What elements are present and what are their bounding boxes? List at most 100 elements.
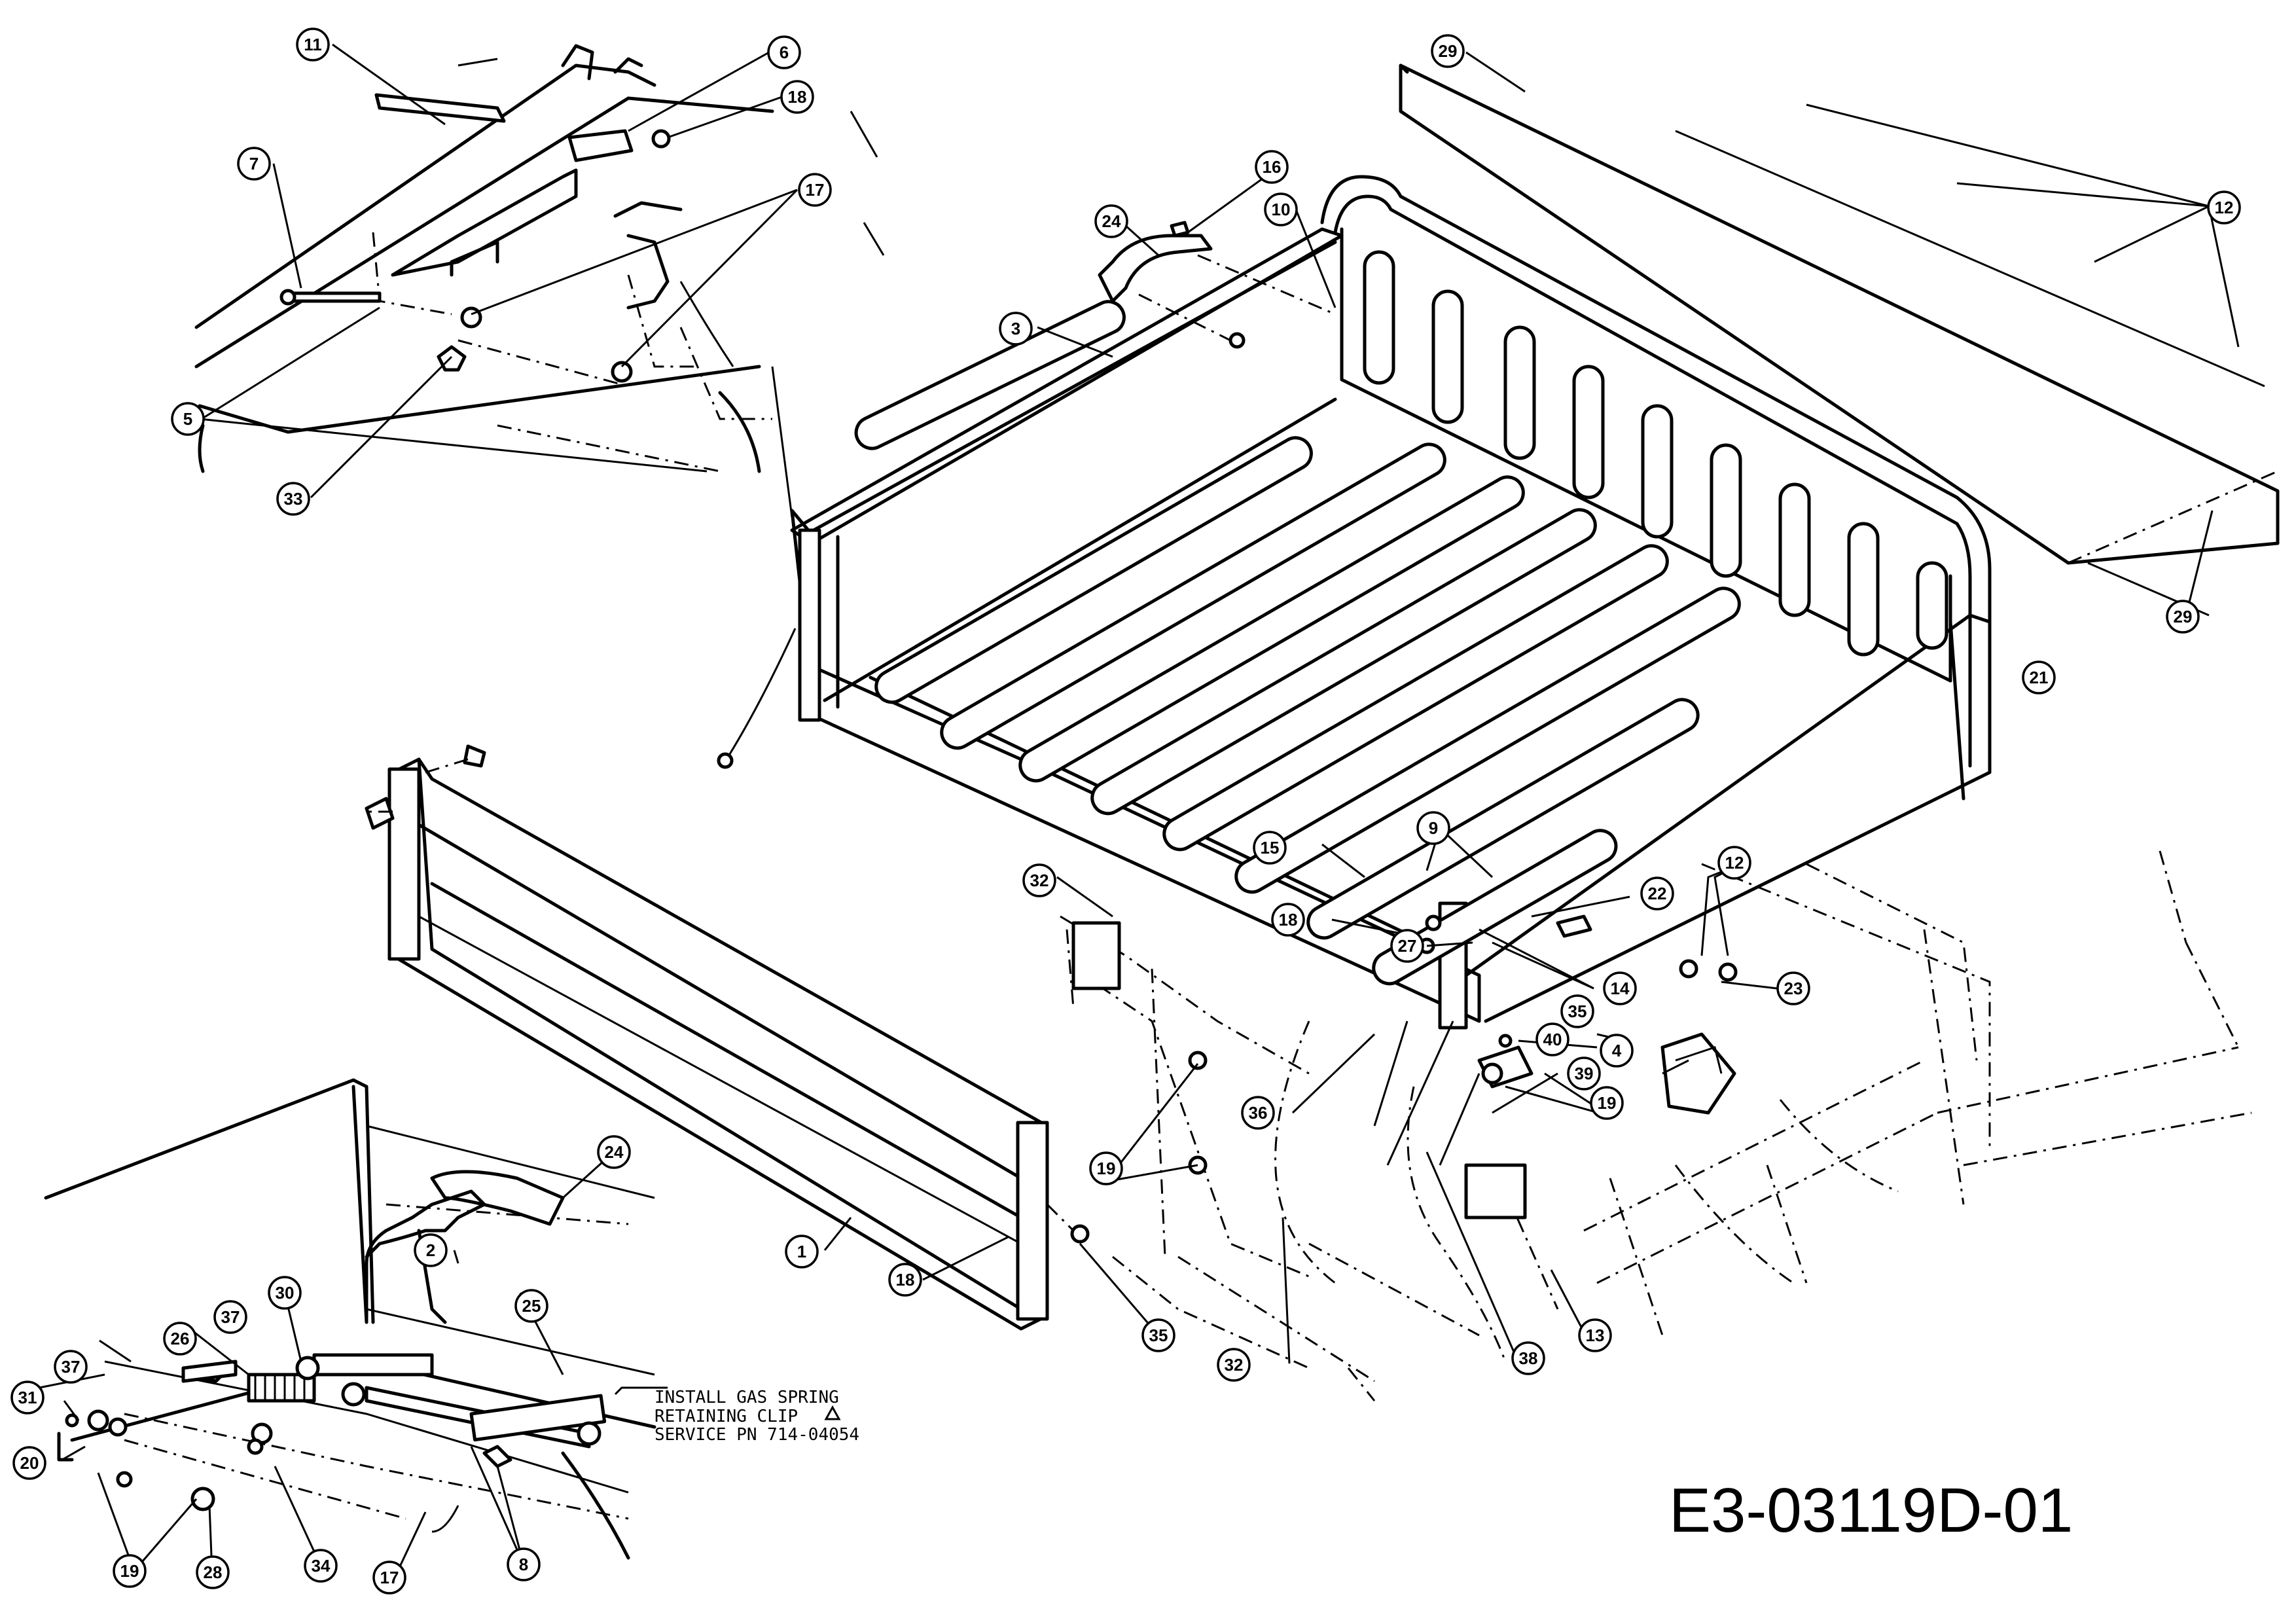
callout-18: 18 — [888, 1263, 922, 1297]
svg-text:35: 35 — [1568, 1001, 1587, 1021]
callout-26: 26 — [163, 1322, 197, 1356]
front-panel — [1399, 63, 2280, 565]
callout-35: 35 — [1141, 1318, 1175, 1352]
callout-31: 31 — [10, 1380, 45, 1415]
svg-text:18: 18 — [1279, 910, 1298, 929]
cargo-box — [717, 175, 1992, 1030]
drawing-code: E3-03119D-01 — [1669, 1475, 2073, 1545]
note-line-3: SERVICE PN 714-04054 — [655, 1425, 859, 1445]
clip-triangle-icon — [824, 1405, 841, 1420]
callout-19: 19 — [1590, 1086, 1624, 1120]
svg-text:15: 15 — [1261, 838, 1280, 857]
callout-3: 3 — [999, 312, 1033, 346]
callout-32: 32 — [1217, 1348, 1251, 1382]
callout-12: 12 — [1717, 846, 1751, 880]
svg-text:7: 7 — [249, 154, 259, 173]
svg-text:17: 17 — [806, 180, 825, 200]
svg-text:37: 37 — [62, 1357, 81, 1377]
callout-13: 13 — [1578, 1318, 1612, 1352]
svg-text:29: 29 — [2174, 607, 2193, 626]
tailgate — [365, 744, 1090, 1331]
callout-18: 18 — [780, 80, 814, 114]
callout-24: 24 — [1094, 204, 1128, 238]
svg-text:27: 27 — [1398, 936, 1417, 956]
callout-40: 40 — [1535, 1022, 1570, 1056]
callout-34: 34 — [304, 1549, 338, 1583]
callout-36: 36 — [1241, 1096, 1275, 1130]
svg-text:28: 28 — [204, 1562, 223, 1582]
callout-29: 29 — [2166, 600, 2200, 634]
svg-text:10: 10 — [1272, 200, 1291, 219]
svg-text:19: 19 — [120, 1561, 139, 1581]
svg-text:2: 2 — [426, 1240, 435, 1260]
callout-7: 7 — [237, 147, 271, 181]
callout-37: 37 — [213, 1300, 247, 1334]
callout-21: 21 — [2022, 660, 2056, 695]
svg-text:39: 39 — [1575, 1064, 1594, 1083]
svg-text:19: 19 — [1598, 1093, 1617, 1113]
callout-18: 18 — [1271, 903, 1305, 937]
callout-20: 20 — [12, 1446, 46, 1480]
callout-16: 16 — [1255, 150, 1289, 184]
hinge-detail-view — [194, 44, 885, 473]
callout-11: 11 — [296, 27, 330, 62]
callout-9: 9 — [1416, 811, 1450, 845]
callout-23: 23 — [1776, 971, 1810, 1005]
svg-text:14: 14 — [1611, 979, 1630, 998]
svg-text:35: 35 — [1149, 1326, 1168, 1345]
callout-30: 30 — [268, 1276, 302, 1310]
callout-4: 4 — [1600, 1034, 1634, 1068]
svg-text:4: 4 — [1612, 1041, 1622, 1060]
note-line-2: RETAINING CLIP — [655, 1407, 798, 1426]
svg-text:1: 1 — [797, 1242, 806, 1261]
svg-text:12: 12 — [1725, 853, 1744, 873]
svg-text:32: 32 — [1225, 1355, 1244, 1375]
callout-17: 17 — [372, 1561, 406, 1595]
gas-spring-detail-view — [39, 1078, 656, 1560]
nut — [651, 129, 671, 149]
callout-5: 5 — [171, 402, 205, 436]
callout-32: 32 — [1022, 863, 1056, 897]
callout-15: 15 — [1253, 831, 1287, 865]
callout-19: 19 — [113, 1554, 147, 1588]
svg-text:23: 23 — [1784, 979, 1803, 998]
svg-text:26: 26 — [171, 1329, 190, 1348]
callout-1: 1 — [785, 1235, 819, 1269]
svg-text:8: 8 — [519, 1555, 528, 1574]
svg-text:16: 16 — [1263, 157, 1282, 177]
callout-39: 39 — [1567, 1056, 1601, 1091]
hinge-pin — [286, 291, 382, 303]
chassis-frame — [1060, 850, 2252, 1401]
floor-ribs — [854, 300, 1741, 986]
svg-text:13: 13 — [1586, 1326, 1605, 1345]
callout-24: 24 — [597, 1135, 631, 1169]
svg-text:5: 5 — [183, 409, 192, 429]
svg-text:40: 40 — [1543, 1030, 1562, 1049]
callout-22: 22 — [1640, 876, 1674, 911]
svg-text:9: 9 — [1429, 818, 1438, 838]
svg-text:30: 30 — [276, 1283, 295, 1303]
svg-text:19: 19 — [1097, 1159, 1116, 1178]
callout-33: 33 — [276, 482, 310, 516]
svg-text:37: 37 — [221, 1307, 240, 1327]
headboard-slots — [1363, 250, 1948, 657]
svg-text:29: 29 — [1439, 41, 1458, 61]
callout-2: 2 — [414, 1233, 448, 1267]
svg-text:17: 17 — [380, 1568, 399, 1587]
grab-handle — [1098, 221, 1336, 349]
svg-text:20: 20 — [20, 1453, 39, 1473]
callout-27: 27 — [1390, 929, 1424, 963]
callout-19: 19 — [1089, 1151, 1123, 1185]
svg-text:18: 18 — [896, 1270, 915, 1290]
callout-37: 37 — [54, 1350, 88, 1384]
svg-text:24: 24 — [605, 1142, 624, 1162]
svg-text:22: 22 — [1648, 884, 1667, 903]
callout-28: 28 — [196, 1555, 230, 1589]
callout-25: 25 — [514, 1289, 548, 1323]
note-line-1: INSTALL GAS SPRING — [655, 1388, 839, 1407]
svg-text:36: 36 — [1249, 1103, 1268, 1123]
svg-text:24: 24 — [1102, 211, 1121, 231]
nut — [611, 361, 633, 383]
callout-8: 8 — [507, 1547, 541, 1581]
